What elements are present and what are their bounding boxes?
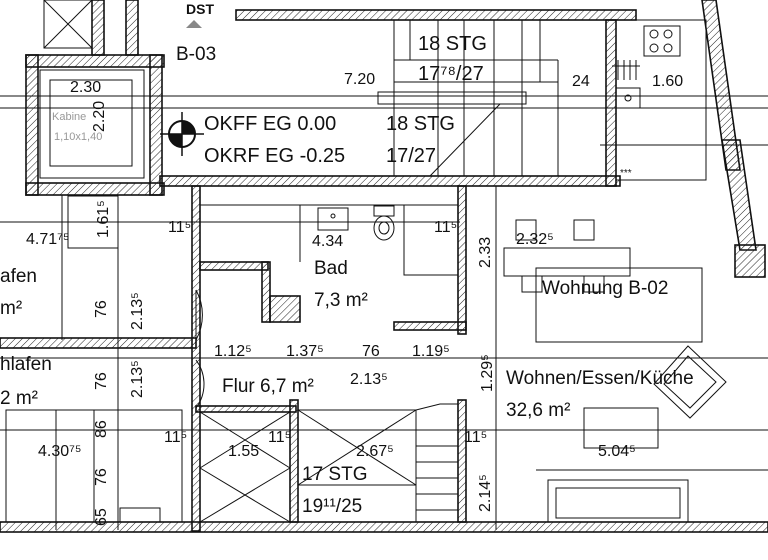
flur-label: Flur 6,7 m² xyxy=(222,376,314,397)
left-room-2-area: 2 m² xyxy=(0,388,38,409)
stove-icon xyxy=(643,25,681,57)
dim-76-d: 76 xyxy=(93,468,110,486)
door-swing-icon xyxy=(195,289,205,409)
dim-115-c: 11⁵ xyxy=(164,429,187,446)
dim-1195: 1.19⁵ xyxy=(412,343,450,360)
okrf-label: OKRF EG -0.25 xyxy=(204,145,345,167)
storage-boxes xyxy=(43,0,291,523)
dim-115-e: 11⁵ xyxy=(464,429,487,446)
dim-1125: 1.12⁵ xyxy=(214,343,252,360)
left-room-1-label: afen xyxy=(0,266,37,287)
dim-155: 1.55 xyxy=(228,443,259,460)
furniture: *** xyxy=(5,19,727,523)
dimension-labels: 2.30 2.20 7.20 24 1.60 4.71⁷⁵ 1.61⁵ 11⁵ … xyxy=(26,71,683,526)
dim-4305: 4.30⁷⁵ xyxy=(38,443,82,460)
b03-label: B-03 xyxy=(176,44,216,65)
upper-stair-frac-2: 17/27 xyxy=(386,145,436,167)
dim-2135-b: 2.13⁵ xyxy=(129,360,146,398)
dim-4715: 4.71⁷⁵ xyxy=(26,231,70,248)
dim-230: 2.30 xyxy=(70,79,101,96)
dim-115-b: 11⁵ xyxy=(434,219,457,236)
dst-label: DST xyxy=(186,1,214,17)
dim-1295: 1.29⁵ xyxy=(479,354,496,392)
lower-stair xyxy=(297,403,458,523)
wohnen-label: Wohnen/Essen/Küche xyxy=(506,368,694,389)
dim-160: 1.60 xyxy=(652,73,683,90)
upper-stair-label-2: 18 STG xyxy=(386,113,455,135)
dim-220: 2.20 xyxy=(91,101,108,132)
washbasin-icon xyxy=(317,207,349,231)
dim-233: 2.33 xyxy=(477,237,494,268)
upper-stair-label-1: 18 STG xyxy=(418,33,487,55)
dim-115-d: 11⁵ xyxy=(268,429,291,446)
toilet-icon xyxy=(373,205,395,241)
dim-5045: 5.04⁵ xyxy=(598,443,636,460)
dim-65: 65 xyxy=(93,508,110,526)
bad-area-label: 7,3 m² xyxy=(314,290,368,311)
wohnen-area-label: 32,6 m² xyxy=(506,400,570,421)
left-room-2-label: hlafen xyxy=(0,354,52,375)
lower-stair-frac: 19¹¹/25 xyxy=(302,496,362,517)
elevator-cabin xyxy=(39,69,145,179)
okff-label: OKFF EG 0.00 xyxy=(204,113,336,135)
dim-24: 24 xyxy=(572,73,590,90)
left-room-1-area: m² xyxy=(0,298,22,319)
dim-2675: 2.67⁵ xyxy=(356,443,394,460)
dim-76-b: 76 xyxy=(93,372,110,390)
kabine-size-label: 1,10x1,40 xyxy=(54,131,102,143)
bad-label: Bad xyxy=(314,258,348,279)
dim-76-c: 76 xyxy=(362,343,380,360)
dst-marker-icon xyxy=(186,20,202,28)
upper-stair-frac-1: 17⁷⁸/27 xyxy=(418,63,484,85)
wohnung-label: Wohnung B-02 xyxy=(542,278,668,299)
kabine-label: Kabine xyxy=(52,111,86,123)
dim-434: 4.34 xyxy=(312,233,343,250)
dim-2145: 2.14⁵ xyxy=(477,474,494,512)
room-labels: DST B-03 Kabine 1,10x1,40 OKFF EG 0.00 O… xyxy=(0,1,694,517)
dim-1615: 1.61⁵ xyxy=(95,200,112,238)
dim-76-a: 76 xyxy=(93,300,110,318)
dim-2135-c: 2.13⁵ xyxy=(350,371,388,388)
svg-text:***: *** xyxy=(620,168,632,179)
dim-2325: 2.32⁵ xyxy=(516,231,554,248)
dim-86: 86 xyxy=(93,420,110,438)
chair-icon xyxy=(653,345,727,419)
upper-stair xyxy=(377,19,559,177)
dim-115-a: 11⁵ xyxy=(168,219,191,236)
dim-2135-a: 2.13⁵ xyxy=(129,292,146,330)
dim-720: 7.20 xyxy=(344,71,375,88)
lower-stair-label: 17 STG xyxy=(302,464,367,485)
section-marker-icon xyxy=(160,112,204,156)
sink-icon xyxy=(615,87,641,109)
dim-1375: 1.37⁵ xyxy=(286,343,324,360)
